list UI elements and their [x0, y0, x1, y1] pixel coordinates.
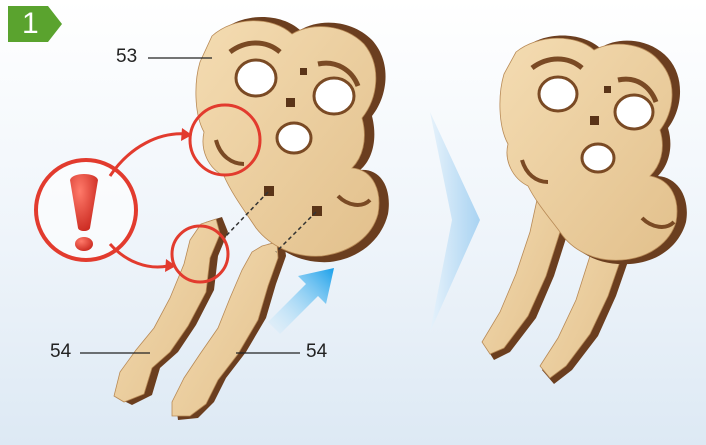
- callout-label-53: 53: [116, 46, 137, 68]
- step-number-badge: 1: [8, 6, 62, 42]
- callout-label-54-right: 54: [306, 341, 327, 363]
- step-number: 1: [22, 7, 39, 41]
- warning-connector-top: [110, 134, 186, 176]
- next-step-chevron-icon: [430, 112, 480, 332]
- callout-label-54-left: 54: [50, 341, 71, 363]
- assembled-figure: [482, 36, 687, 385]
